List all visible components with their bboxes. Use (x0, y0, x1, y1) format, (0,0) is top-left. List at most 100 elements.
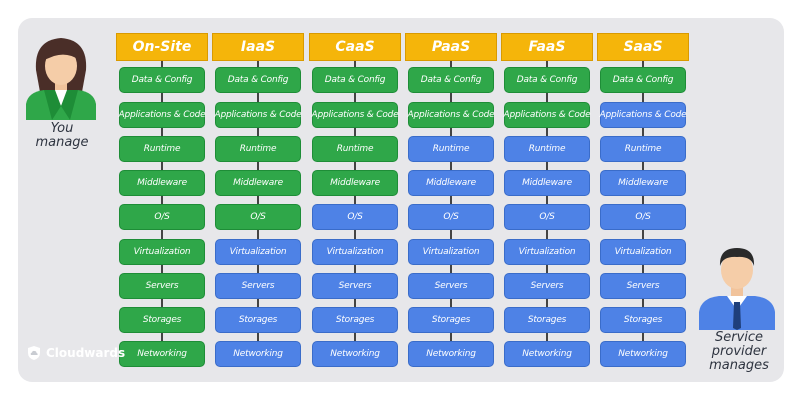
layer-cell: Networking (215, 341, 301, 367)
layer-cell: Runtime (312, 136, 398, 162)
stack-connector (546, 299, 548, 307)
layer-cell: Middleware (312, 170, 398, 196)
layer-cell: Middleware (408, 170, 494, 196)
caption-line: Service (714, 330, 764, 345)
layer-cell: Virtualization (312, 239, 398, 265)
stack-connector (161, 93, 163, 102)
brand-logo: Cloudwards (26, 345, 125, 361)
caption-line: manages (709, 358, 769, 373)
layer-cell: Networking (504, 341, 590, 367)
stack-connector (354, 230, 356, 239)
stack-connector (257, 93, 259, 102)
stack-connector (546, 333, 548, 341)
stack-connector (450, 265, 452, 273)
layer-cell: Storages (312, 307, 398, 333)
layer-cell: Storages (600, 307, 686, 333)
stack-connector (546, 265, 548, 273)
layer-cell: Applications & Code (312, 102, 399, 128)
stack-connector (161, 265, 163, 273)
layer-cell: O/S (600, 204, 686, 230)
layer-cell: Applications & Code (215, 102, 302, 128)
model-header: SaaS (597, 33, 689, 61)
layer-cell: Runtime (504, 136, 590, 162)
stack-connector (354, 128, 356, 136)
layer-cell: O/S (312, 204, 398, 230)
stack-connector (354, 333, 356, 341)
stack-connector (546, 61, 548, 67)
layer-cell: Virtualization (408, 239, 494, 265)
you-manage-caption: You manage (30, 122, 94, 150)
layer-cell: Runtime (600, 136, 686, 162)
caption-line: manage (35, 135, 89, 150)
layer-cell: Data & Config (600, 67, 686, 93)
layer-cell: Servers (600, 273, 686, 299)
stack-connector (450, 128, 452, 136)
stack-connector (354, 61, 356, 67)
layer-cell: Runtime (215, 136, 301, 162)
stack-connector (450, 230, 452, 239)
layer-cell: Networking (600, 341, 686, 367)
stack-connector (450, 162, 452, 170)
model-header: FaaS (501, 33, 593, 61)
stack-connector (354, 265, 356, 273)
stack-connector (642, 128, 644, 136)
layer-cell: Runtime (119, 136, 205, 162)
stack-connector (642, 265, 644, 273)
layer-cell: Data & Config (312, 67, 398, 93)
layer-cell: Storages (504, 307, 590, 333)
layer-cell: Virtualization (504, 239, 590, 265)
layer-cell: Networking (312, 341, 398, 367)
layer-cell: Servers (215, 273, 301, 299)
man-user-icon (699, 248, 775, 330)
stack-connector (642, 162, 644, 170)
layer-cell: Applications & Code (408, 102, 495, 128)
stack-connector (161, 61, 163, 67)
stack-connector (546, 128, 548, 136)
stack-connector (450, 299, 452, 307)
caption-line: provider (711, 344, 767, 359)
layer-cell: O/S (119, 204, 205, 230)
stack-connector (546, 162, 548, 170)
cloud-shield-icon (28, 346, 40, 360)
stack-connector (354, 162, 356, 170)
model-header: PaaS (405, 33, 497, 61)
layer-cell: Middleware (215, 170, 301, 196)
provider-manages-caption: Service provider manages (700, 331, 778, 373)
layer-cell: Servers (504, 273, 590, 299)
layer-cell: Storages (119, 307, 205, 333)
layer-cell: Virtualization (215, 239, 301, 265)
layer-cell: Middleware (504, 170, 590, 196)
stack-connector (161, 333, 163, 341)
stack-connector (546, 93, 548, 102)
stack-connector (642, 196, 644, 204)
stack-connector (450, 61, 452, 67)
stack-connector (450, 333, 452, 341)
caption-line: You (50, 121, 74, 136)
stack-connector (257, 128, 259, 136)
model-header: CaaS (309, 33, 401, 61)
stack-connector (546, 230, 548, 239)
stack-connector (161, 162, 163, 170)
stack-connector (450, 93, 452, 102)
layer-cell: Virtualization (600, 239, 686, 265)
layer-cell: Data & Config (408, 67, 494, 93)
layer-cell: Data & Config (119, 67, 205, 93)
stack-connector (257, 162, 259, 170)
stack-connector (161, 299, 163, 307)
stack-connector (642, 93, 644, 102)
stack-connector (354, 196, 356, 204)
stack-connector (161, 128, 163, 136)
stack-connector (354, 93, 356, 102)
stack-connector (642, 230, 644, 239)
stack-connector (642, 333, 644, 341)
stack-connector (161, 196, 163, 204)
stack-connector (642, 299, 644, 307)
layer-cell: Middleware (600, 170, 686, 196)
layer-cell: O/S (408, 204, 494, 230)
layer-cell: O/S (504, 204, 590, 230)
stack-connector (257, 299, 259, 307)
stack-connector (257, 265, 259, 273)
stack-connector (642, 61, 644, 67)
layer-cell: Storages (215, 307, 301, 333)
model-header: IaaS (212, 33, 304, 61)
